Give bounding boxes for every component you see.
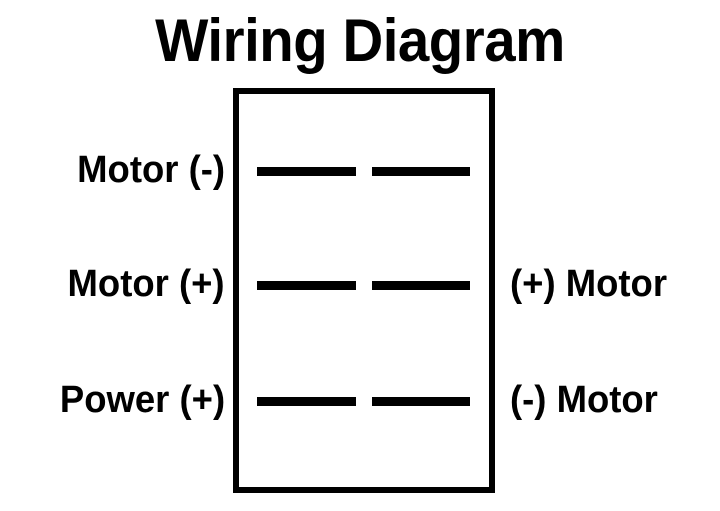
contact-bar-left xyxy=(257,281,356,290)
page-title: Wiring Diagram xyxy=(155,7,565,74)
contact-bar-right xyxy=(372,167,470,176)
terminal-label-left: Motor (-) xyxy=(77,149,225,191)
terminal-label-right: (-) Motor xyxy=(510,379,658,421)
terminal-label-left: Motor (+) xyxy=(67,263,225,305)
terminal-label-left: Power (+) xyxy=(59,379,225,421)
contact-bar-left xyxy=(257,167,356,176)
contact-bar-right xyxy=(372,397,470,406)
terminal-label-right: (+) Motor xyxy=(510,263,668,305)
contact-bar-left xyxy=(257,397,356,406)
contact-bar-right xyxy=(372,281,470,290)
switch-body-outline xyxy=(233,88,495,493)
